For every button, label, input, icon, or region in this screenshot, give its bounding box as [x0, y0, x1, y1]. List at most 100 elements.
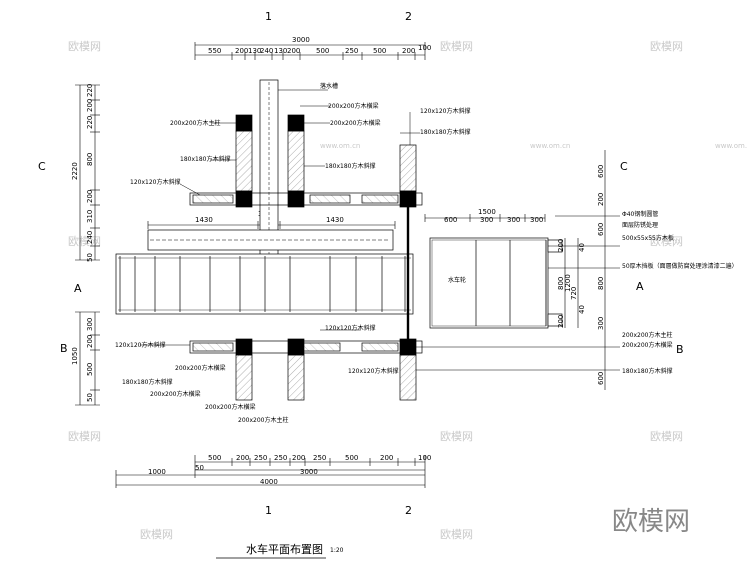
- svg-text:2220: 2220: [71, 162, 79, 180]
- label-pipe-40-sub: 面层防锈处理: [622, 221, 658, 229]
- label-wood-50: 50厚木挡板（面層做防腐处理涂清漆二遍）: [622, 262, 738, 270]
- svg-text:3000: 3000: [292, 36, 310, 44]
- svg-text:50: 50: [86, 253, 94, 262]
- svg-text:欧模网: 欧模网: [68, 40, 101, 53]
- title-scale: 1:20: [330, 547, 344, 554]
- svg-text:220: 220: [86, 84, 94, 97]
- svg-text:www.om.cn: www.om.cn: [715, 142, 747, 150]
- label-r-col-180: 180x180方木斜撑: [622, 367, 672, 375]
- watermarks: 欧模网 欧模网 欧模网 欧模网 欧模网 欧模网 欧模网 欧模网 欧模网 欧模网 …: [68, 40, 747, 541]
- svg-text:300: 300: [597, 317, 605, 330]
- svg-text:欧模网: 欧模网: [440, 528, 473, 541]
- label-b-beam-200: 200x200方木横梁: [175, 364, 225, 372]
- label-b-beam-120: 120x120方木斜撑: [325, 324, 375, 332]
- svg-text:720: 720: [570, 287, 578, 300]
- svg-text:250: 250: [345, 47, 358, 55]
- svg-text:100: 100: [418, 44, 431, 52]
- axis-a-right: A: [636, 280, 644, 293]
- axis-b-right: B: [676, 343, 684, 356]
- svg-text:1430: 1430: [195, 216, 213, 224]
- svg-text:40: 40: [578, 243, 586, 252]
- svg-text:40: 40: [578, 305, 586, 314]
- label-beam-200b: 200x200方木横梁: [330, 119, 380, 127]
- label-b-col-180: 180x180方木斜撑: [122, 378, 172, 386]
- svg-text:200: 200: [86, 335, 94, 348]
- label-beam-200: 200x200方木横梁: [328, 102, 378, 110]
- axis-b-left: B: [60, 342, 68, 355]
- brand-watermark: 欧模网: [612, 507, 690, 537]
- label-beam-120a: 120x120方木斜撑: [420, 107, 470, 115]
- label-b-col-200b: 200x200方木主柱: [238, 416, 288, 424]
- label-b-col-brace: 120x120方木斜撑: [348, 367, 398, 375]
- svg-text:www.om.cn: www.om.cn: [530, 142, 570, 150]
- bottom-dimensions: [115, 455, 426, 488]
- svg-text:欧模网: 欧模网: [440, 430, 473, 443]
- right-dimensions: [424, 150, 606, 390]
- label-r-col-200: 200x200方木主柱: [622, 331, 672, 339]
- svg-text:欧模网: 欧模网: [68, 430, 101, 443]
- drawing-title: 水车平面布置图 1:20: [216, 542, 344, 559]
- svg-text:200: 200: [597, 193, 605, 206]
- svg-text:300: 300: [86, 318, 94, 331]
- svg-text:1500: 1500: [478, 208, 496, 216]
- annotation-labels: 落水槽 200x200方木横梁 200x200方木主柱 200x200方木横梁 …: [115, 82, 738, 424]
- axis-markers: 1 2 1 2 C C A A B B: [38, 10, 684, 517]
- timber-frame: [115, 79, 563, 401]
- svg-text:100: 100: [418, 454, 431, 462]
- svg-text:600: 600: [444, 216, 457, 224]
- axis-a-left: A: [74, 282, 82, 295]
- svg-text:200: 200: [86, 99, 94, 112]
- svg-text:500: 500: [373, 47, 386, 55]
- svg-text:240: 240: [260, 47, 273, 55]
- svg-text:1430: 1430: [326, 216, 344, 224]
- svg-text:欧模网: 欧模网: [650, 235, 683, 248]
- left-dimensions: [75, 84, 100, 406]
- top-dimensions: [194, 42, 426, 60]
- label-col-180a: 180x180方木斜撑: [420, 128, 470, 136]
- label-wood-500: 500x55x55方木板: [622, 234, 674, 242]
- svg-text:200: 200: [380, 454, 393, 462]
- svg-text:500: 500: [316, 47, 329, 55]
- svg-text:600: 600: [597, 165, 605, 178]
- axis-2-bottom: 2: [405, 504, 412, 517]
- axis-c-right: C: [620, 160, 628, 173]
- axis-c-left: C: [38, 160, 46, 173]
- svg-text:500: 500: [208, 454, 221, 462]
- axis-1-bottom: 1: [265, 504, 272, 517]
- label-drain: 落水槽: [320, 82, 338, 90]
- svg-text:200: 200: [557, 239, 565, 252]
- svg-text:130: 130: [274, 47, 287, 55]
- svg-text:欧模网: 欧模网: [650, 40, 683, 53]
- svg-text:50: 50: [86, 393, 94, 402]
- svg-text:250: 250: [313, 454, 326, 462]
- left-dimension-text: 220 200 220 800 200 310 240 50 2220 300 …: [71, 84, 94, 402]
- svg-text:50: 50: [195, 464, 204, 472]
- axis-1-top: 1: [265, 10, 272, 23]
- svg-text:200: 200: [236, 454, 249, 462]
- svg-text:1200: 1200: [564, 274, 572, 292]
- svg-text:300: 300: [507, 216, 520, 224]
- label-water-wheel: 水车轮: [448, 276, 466, 284]
- label-col-180b: 180x180方木斜撑: [180, 155, 230, 163]
- label-b-brace-120: 120x120方木斜撑: [115, 341, 165, 349]
- bottom-dimension-text: 500 200 250 250 200 250 500 200 100 1000…: [148, 454, 431, 486]
- label-r-beam-200: 200x200方木横梁: [622, 341, 672, 349]
- svg-text:250: 250: [254, 454, 267, 462]
- title-main: 水车平面布置图: [246, 542, 323, 556]
- svg-text:欧模网: 欧模网: [440, 40, 473, 53]
- svg-text:1050: 1050: [71, 347, 79, 365]
- svg-text:欧模网: 欧模网: [650, 430, 683, 443]
- svg-text:4000: 4000: [260, 478, 278, 486]
- leader-lines: [140, 89, 620, 371]
- svg-text:200: 200: [287, 47, 300, 55]
- svg-text:240: 240: [86, 231, 94, 244]
- top-dimension-text: 3000 550 200 130 240 130 200 500 250 500…: [208, 36, 431, 55]
- svg-text:250: 250: [274, 454, 287, 462]
- svg-text:200: 200: [86, 190, 94, 203]
- label-b-beam-200b: 200x200方木横梁: [150, 390, 200, 398]
- svg-text:800: 800: [557, 277, 565, 290]
- svg-text:200: 200: [292, 454, 305, 462]
- label-brace-120: 120x120方木斜撑: [130, 178, 180, 186]
